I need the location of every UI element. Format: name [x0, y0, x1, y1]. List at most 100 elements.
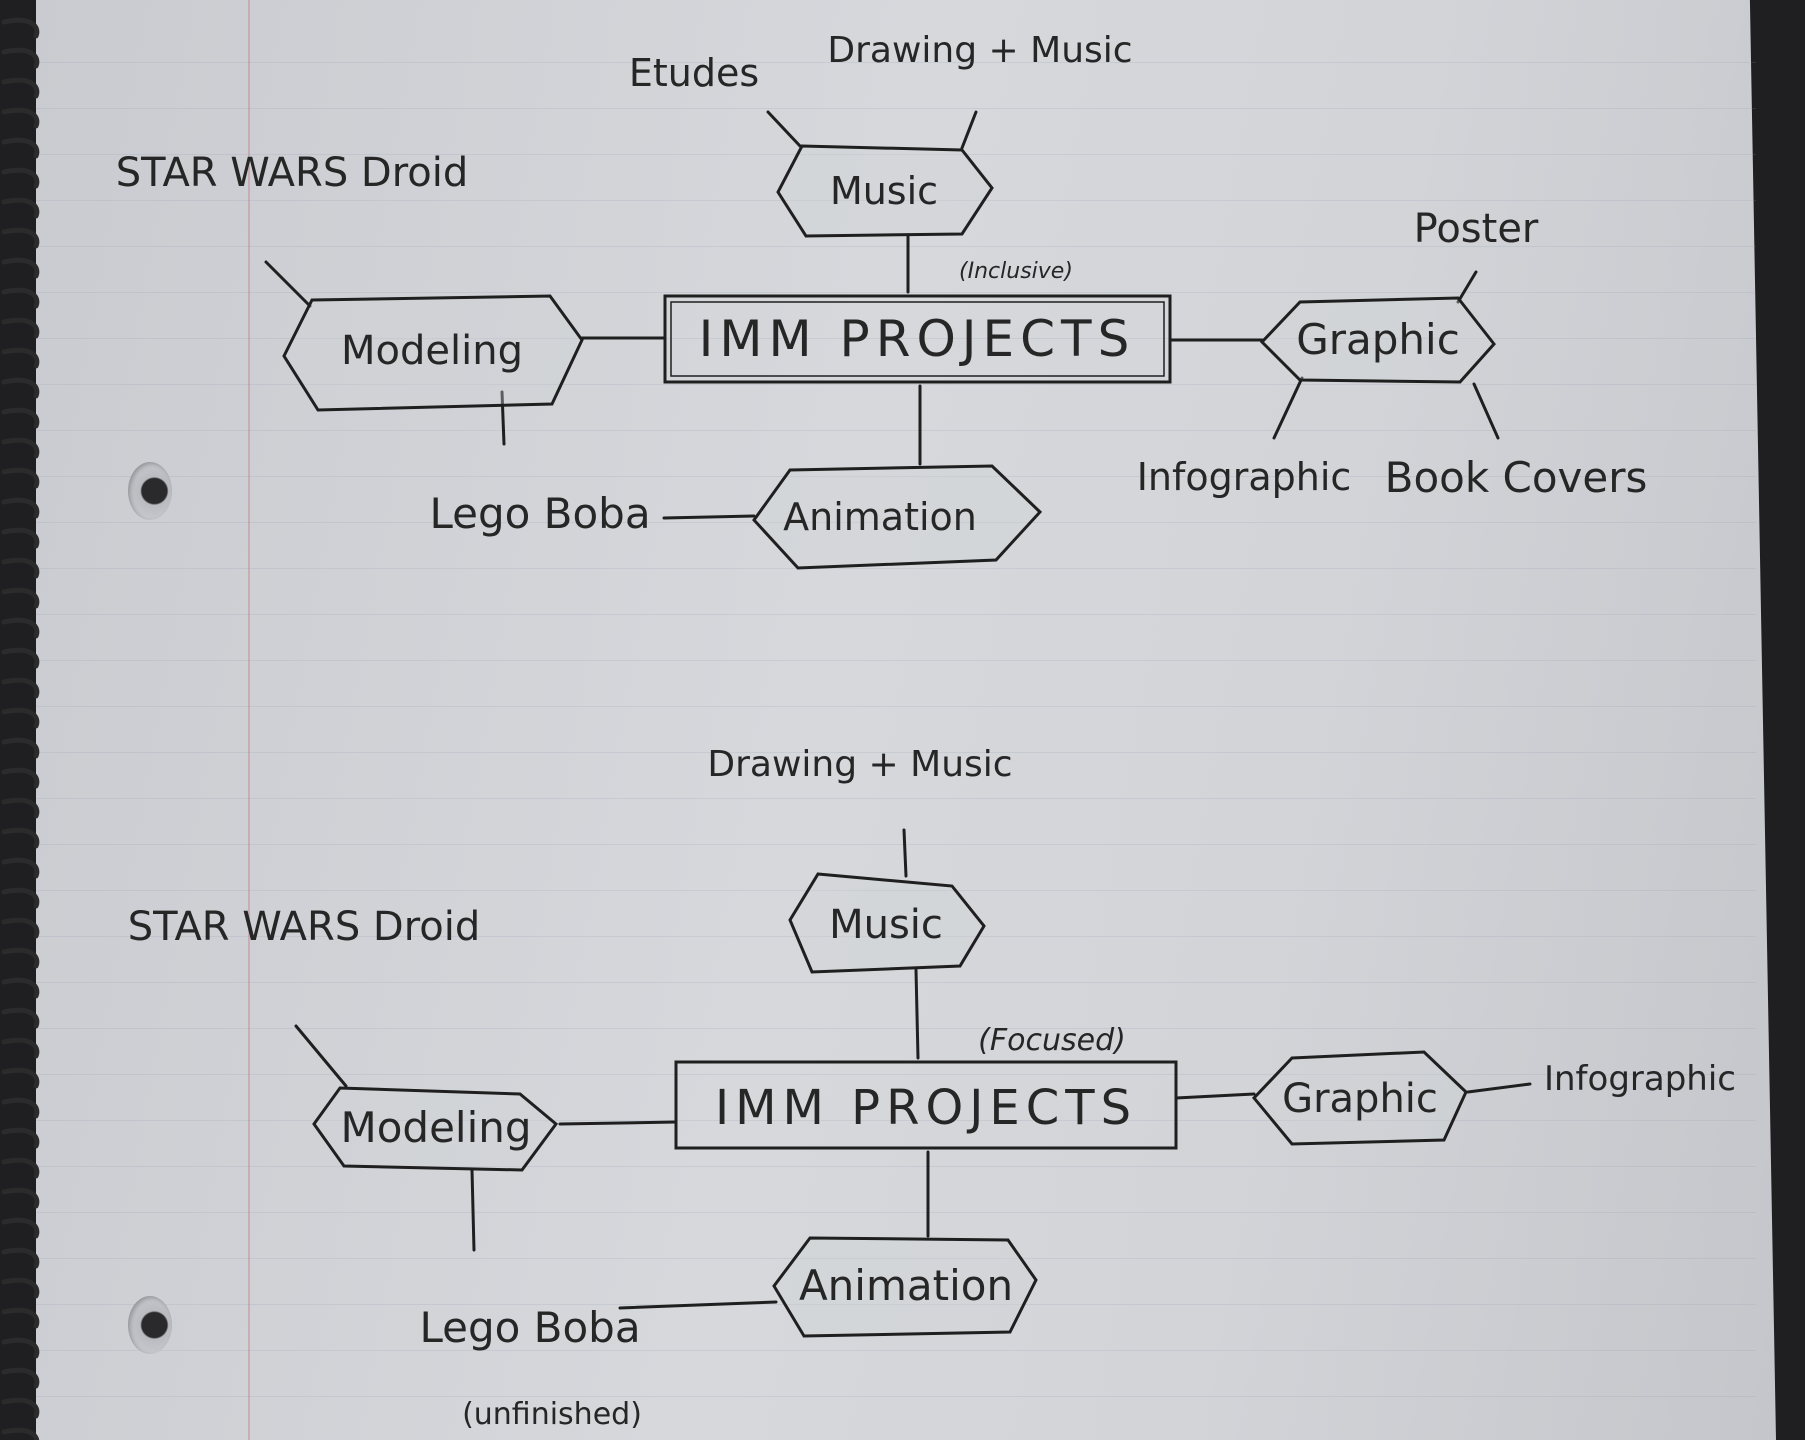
spiral-coil: [1, 1277, 40, 1299]
category-animation: Animation: [752, 464, 1043, 570]
spiral-coil: [1, 737, 40, 759]
spiral-coil: [1, 137, 40, 159]
spiral-coil: [1, 617, 40, 639]
spiral-coil: [1, 1187, 40, 1209]
ruled-line: [36, 1304, 1756, 1305]
spiral-coil: [1, 437, 40, 459]
spiral-coil: [1, 1097, 40, 1119]
ruled-line: [36, 1212, 1756, 1213]
ruled-line: [36, 292, 1756, 293]
ruled-line: [36, 1028, 1756, 1029]
ruled-line: [36, 1350, 1756, 1351]
spiral-coil: [1, 497, 40, 519]
spiral-coil: [1, 947, 40, 969]
ruled-line: [36, 1166, 1756, 1167]
spiral-coil: [1, 527, 40, 549]
ruled-line: [36, 614, 1756, 615]
notebook-page: [36, 0, 1776, 1440]
category-graphic: Graphic: [1259, 296, 1496, 384]
spiral-coil: [1, 347, 40, 369]
spiral-coil: [1, 407, 40, 429]
spiral-coil: [1, 1307, 40, 1329]
spiral-coil: [1, 77, 40, 99]
spiral-coil: [1, 917, 40, 939]
diagram-top: IMM PROJECTS (Inclusive) Music Etudes Dr…: [116, 30, 1648, 570]
ruled-line: [36, 338, 1756, 339]
leaf-star-wars-droid: STAR WARS Droid: [128, 904, 481, 950]
ruled-line: [36, 154, 1756, 155]
center-title: IMM PROJECTS: [699, 310, 1136, 368]
spiral-coil: [1, 1337, 40, 1359]
leaf-lego-boba: Lego Boba: [419, 1303, 640, 1352]
spiral-coil: [1, 17, 40, 39]
category-graphic: Graphic: [1251, 1050, 1468, 1146]
spiral-coil: [1, 797, 40, 819]
category-animation: Animation: [772, 1236, 1038, 1338]
category-graphic-label: Graphic: [1296, 315, 1460, 364]
spiral-coil: [1, 1427, 40, 1440]
spiral-coil: [1, 167, 40, 189]
spiral-coil: [1, 677, 40, 699]
ruled-line: [36, 752, 1756, 753]
leaf-infographic: Infographic: [1544, 1059, 1736, 1099]
ruled-line: [36, 430, 1756, 431]
spiral-coil: [1, 1217, 40, 1239]
ruled-line: [36, 476, 1756, 477]
center-note: (Focused): [978, 1023, 1126, 1058]
ruled-line: [36, 1120, 1756, 1121]
spiral-coil: [1, 1067, 40, 1089]
center-node: IMM PROJECTS: [663, 294, 1172, 384]
ruled-line: [36, 384, 1756, 385]
category-animation-label: Animation: [799, 1261, 1013, 1310]
center-note: (Inclusive): [959, 259, 1073, 284]
spiral-coil: [1, 467, 40, 489]
spiral-coil: [1, 47, 40, 69]
spiral-coil: [1, 377, 40, 399]
spiral-coil: [1, 1007, 40, 1029]
spiral-coil: [1, 977, 40, 999]
spiral-coil: [1, 707, 40, 729]
punch-hole: [128, 1296, 172, 1354]
category-music: Music: [776, 144, 994, 238]
category-modeling: Modeling: [312, 1086, 559, 1172]
spiral-coil: [1, 107, 40, 129]
category-music-label: Music: [830, 169, 938, 213]
spiral-coil: [1, 287, 40, 309]
center-node: IMM PROJECTS: [674, 1060, 1178, 1150]
margin-line: [248, 0, 250, 1440]
category-animation-label: Animation: [783, 495, 977, 539]
ruled-line: [36, 936, 1756, 937]
spiral-coil: [1, 1367, 40, 1389]
leaf-book-covers: Book Covers: [1385, 453, 1648, 502]
diagram-bottom: IMM PROJECTS (Focused) Music Drawing + M…: [128, 744, 1736, 1432]
spiral-coil: [1, 647, 40, 669]
ruled-line: [36, 798, 1756, 799]
ruled-line: [36, 62, 1756, 63]
category-modeling-label: Modeling: [340, 1103, 531, 1152]
leaf-etudes: Etudes: [629, 51, 759, 95]
spiral-coil: [1, 1247, 40, 1269]
category-modeling-label: Modeling: [341, 328, 523, 374]
ruled-line: [36, 890, 1756, 891]
leaf-unfinished-note: (unfinished): [462, 1397, 642, 1432]
leaf-poster: Poster: [1414, 206, 1539, 252]
leaf-infographic: Infographic: [1137, 455, 1352, 499]
ruled-line: [36, 706, 1756, 707]
leaf-star-wars-droid: STAR WARS Droid: [116, 150, 469, 196]
ruled-line: [36, 1258, 1756, 1259]
connectors: [264, 110, 1500, 520]
ruled-line: [36, 246, 1756, 247]
category-modeling: Modeling: [282, 294, 584, 412]
ruled-line: [36, 844, 1756, 845]
ruled-line: [36, 982, 1756, 983]
ruled-line: [36, 1396, 1756, 1397]
leaf-drawing-music: Drawing + Music: [707, 744, 1012, 785]
spiral-coil: [1, 587, 40, 609]
spiral-coil: [1, 557, 40, 579]
category-music-label: Music: [829, 902, 943, 948]
spiral-coil: [1, 227, 40, 249]
spiral-coil: [1, 1037, 40, 1059]
spiral-coil: [1, 317, 40, 339]
center-title: IMM PROJECTS: [715, 1080, 1137, 1136]
